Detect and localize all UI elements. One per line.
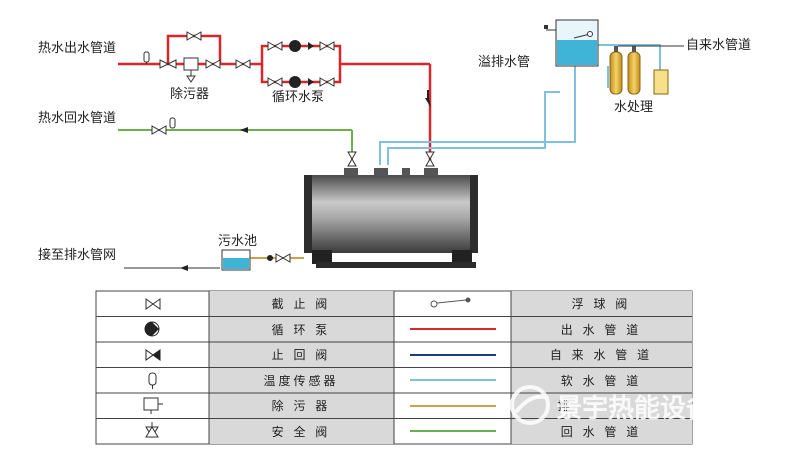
watermark-text: 景宇热能设备 [556,393,713,424]
safety-valve-icon [145,422,159,438]
legend-left-text: 温度传感器 [263,373,338,388]
temperature-sensor-icon [169,117,176,129]
legend-right-text: 浮 球 阀 [572,297,631,311]
flow-arrow-icon [240,127,248,133]
water-treatment-label: 水处理 [614,100,653,115]
float-valve-icon [430,297,471,308]
sewage-pool [221,249,251,271]
legend-right-texts: 浮 球 阀 出 水 管 道 自 来 水 管 道 软 水 管 道 排 回 水 管 … [550,297,652,439]
water-treatment-unit [609,45,684,95]
legend-left-text: 除 污 器 [272,398,331,413]
legend-left-text: 止 回 阀 [272,348,331,362]
gate-valve-icon [145,298,161,310]
circulation-pump-icon [267,76,335,88]
flow-arrow-icon [425,90,431,108]
soft-water-pipe [379,44,661,165]
legend-right-text: 自 来 水 管 道 [550,347,652,362]
hot-water-out-label: 热水出水管道 [38,41,116,56]
legend-right-text: 回 水 管 道 [561,424,641,439]
gate-valve-icon [425,151,435,167]
gate-valve-icon [186,31,202,41]
check-valve-icon [145,349,161,361]
gate-valve-icon [235,59,251,69]
drain-network-label: 接至排水管网 [38,247,116,263]
gate-valve-icon [275,253,291,263]
overflow-pipe-label: 溢排水管 [478,55,530,70]
circulation-pump-icon [267,40,335,52]
dirt-remover-icon [143,397,163,414]
check-valve-icon [267,255,273,261]
gate-valve-icon [151,125,167,135]
legend-left-text: 循 环 泵 [272,323,331,337]
sewage-pool-label: 污水池 [218,234,257,249]
circulation-pump-icon [144,321,160,337]
legend-line-samples [410,328,496,432]
temperature-sensor-icon [143,51,150,64]
legend-left-text: 安 全 阀 [272,424,331,439]
legend-left-text: 截 止 阀 [272,297,331,311]
watermark: 景宇热能设备 [510,385,713,425]
dirt-remover-label: 除污器 [170,87,209,102]
circulation-pump-label: 循环水泵 [272,90,324,105]
legend-right-text: 软 水 管 道 [561,373,641,388]
gate-valve-icon [159,59,177,69]
legend-left-texts: 截 止 阀 循 环 泵 止 回 阀 温度传感器 除 污 器 安 全 阀 [263,297,338,439]
flow-arrow-icon [180,265,188,271]
legend-table [95,290,693,445]
temperature-sensor-icon [148,372,157,389]
gate-valve-icon [347,151,357,167]
boiler [304,168,478,268]
dirt-remover-icon [183,57,199,83]
legend-right-text: 出 水 管 道 [561,322,641,337]
hot-water-return-label: 热水回水管道 [38,111,116,126]
soft-water-tank [544,19,599,67]
hot-water-return-pipe [118,129,353,165]
gate-valve-icon [205,59,221,69]
brand-logo-icon [510,385,550,425]
tap-water-pipe-label: 自来水管道 [686,38,751,53]
legend-right-text: 排 [557,399,572,413]
